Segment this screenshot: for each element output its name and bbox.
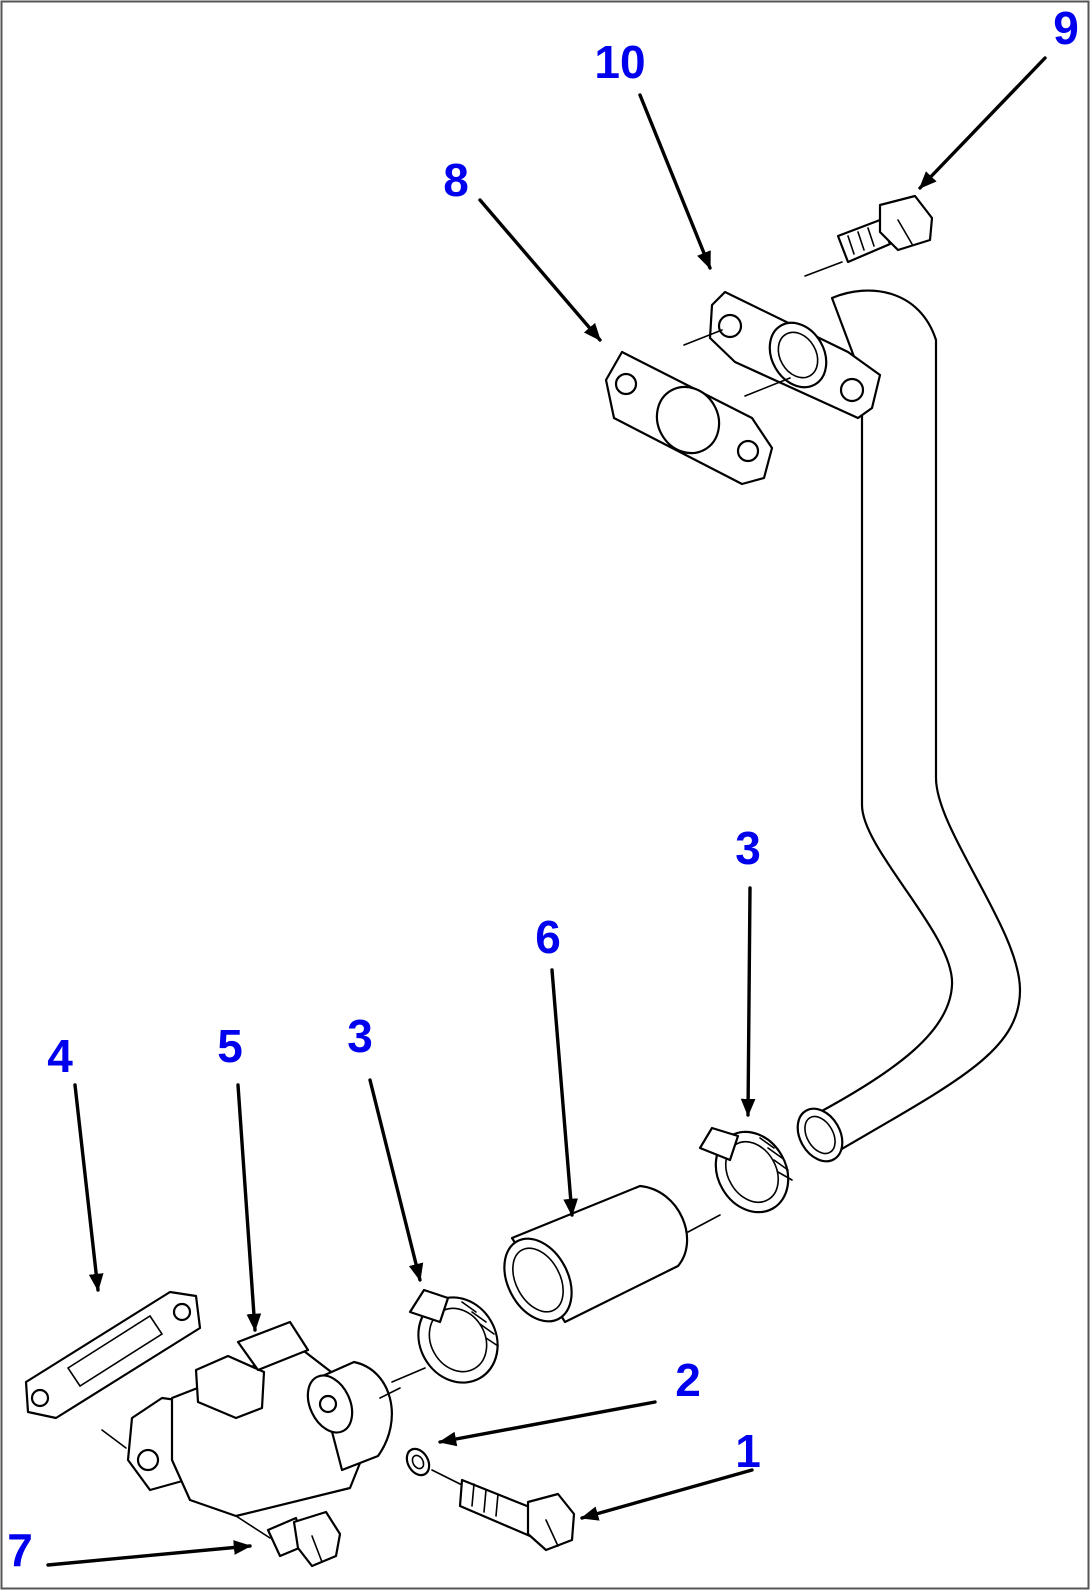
callout-1: 1 — [735, 1425, 761, 1477]
callout-7: 7 — [7, 1524, 33, 1576]
callout-6: 6 — [535, 911, 561, 963]
tube-flange — [708, 290, 882, 420]
callout-8: 8 — [443, 154, 469, 206]
callout-3-right: 3 — [735, 822, 761, 874]
clamp-left — [391, 1288, 499, 1384]
hose — [503, 1184, 721, 1324]
gasket-upper — [604, 329, 791, 486]
callout-9: 9 — [1053, 2, 1079, 54]
callout-10: 10 — [594, 36, 645, 88]
clamp-right — [698, 1126, 793, 1214]
leader-arrows — [46, 56, 1047, 1567]
upper-bolt — [804, 194, 934, 277]
callout-3-left: 3 — [347, 1010, 373, 1062]
callout-labels: 1 2 3 3 4 5 6 7 8 9 10 — [7, 2, 1079, 1576]
lower-bolt — [458, 1478, 576, 1552]
drain-plug — [266, 1510, 342, 1568]
callout-2: 2 — [675, 1354, 701, 1406]
gasket-lower — [24, 1290, 202, 1449]
callout-5: 5 — [217, 1020, 243, 1072]
washer — [405, 1447, 463, 1486]
tube — [796, 289, 1022, 1163]
connector-housing — [126, 1320, 401, 1539]
callout-4: 4 — [47, 1030, 73, 1082]
